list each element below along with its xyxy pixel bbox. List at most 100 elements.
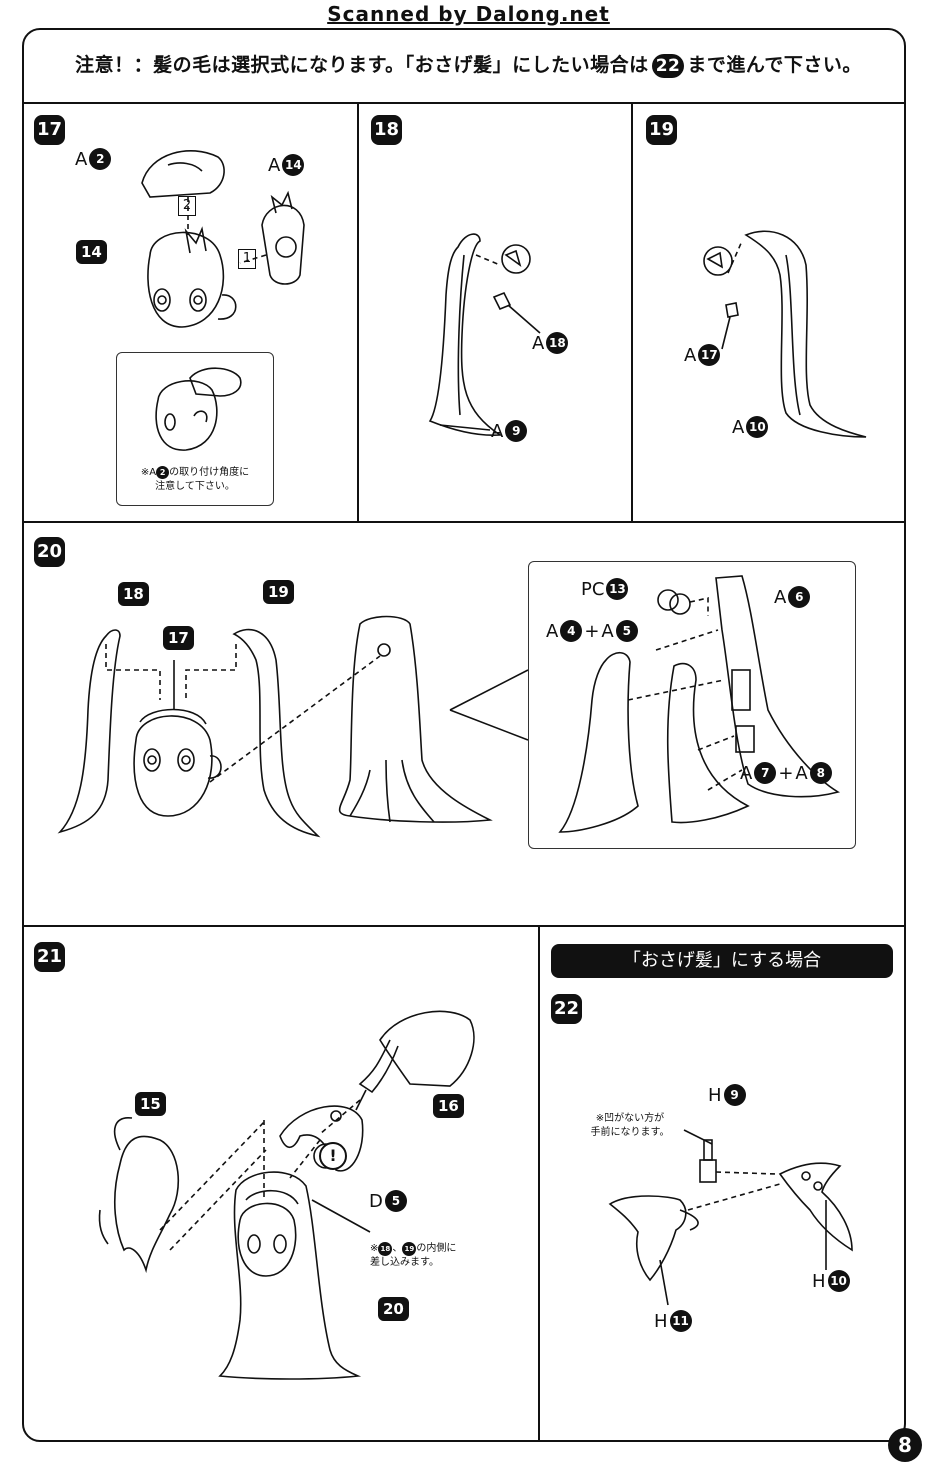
- ref-tag-19: 19: [263, 580, 294, 604]
- part-number: 8: [809, 762, 832, 784]
- part-number: 14: [282, 154, 305, 176]
- part-number: 6: [788, 586, 811, 608]
- note-text: 注意して下さい。: [155, 481, 235, 492]
- part-letter: A: [732, 416, 745, 438]
- order-box-2: 2: [178, 196, 196, 216]
- osage-hair-banner: 「おさげ髪」にする場合: [551, 944, 893, 978]
- part-number: 4: [560, 620, 583, 642]
- note-part-number: 19: [402, 1242, 417, 1256]
- step-19-illustration: [703, 230, 867, 438]
- part-letter: A: [75, 148, 88, 170]
- part-number: 10: [827, 1270, 850, 1292]
- note-part-number: 2: [156, 466, 170, 479]
- step-17-illustration: [141, 150, 305, 328]
- part-letter: A: [532, 332, 545, 354]
- note-text: ※凹がない方が: [595, 1113, 665, 1124]
- step-17-number: 17: [34, 115, 66, 145]
- note-part-number: 18: [378, 1242, 393, 1256]
- step-17-detail-illustration: [155, 367, 242, 451]
- step-18-number: 18: [371, 115, 403, 145]
- step-19-number: 19: [646, 115, 678, 145]
- plus-sign: +: [584, 620, 600, 642]
- notice-step-ref: 22: [651, 54, 685, 78]
- ref-tag-18: 18: [118, 582, 149, 606]
- step-20-illustration: [57, 615, 529, 838]
- part-letter: A: [795, 762, 808, 784]
- divider-17-18: [357, 102, 359, 522]
- part-number: 9: [723, 1084, 746, 1106]
- part-letter: H: [708, 1084, 722, 1106]
- note-text: ※: [370, 1243, 379, 1254]
- ref-tag-16: 16: [433, 1094, 464, 1118]
- part-letter: PC: [581, 578, 605, 600]
- part-letter: A: [684, 344, 697, 366]
- note-text: の取り付け角度に: [169, 467, 250, 478]
- notice-text-after: まで進んで下さい。: [687, 54, 862, 76]
- part-number: 7: [754, 762, 777, 784]
- plus-sign: +: [778, 762, 794, 784]
- divider-top: [22, 102, 906, 104]
- part-letter: D: [369, 1190, 383, 1212]
- step-21-illustration: [98, 1010, 475, 1380]
- part-number: 5: [384, 1190, 407, 1212]
- part-number: 13: [606, 578, 629, 600]
- divider-21-22: [538, 925, 540, 1441]
- caution-icon: !: [319, 1142, 347, 1170]
- note-text: ※A: [140, 467, 157, 478]
- scan-credit: Scanned by Dalong.net: [327, 2, 610, 26]
- step-20-detail-box: [528, 561, 856, 849]
- part-number: 10: [746, 416, 769, 438]
- step-22-illustration: [608, 1129, 853, 1306]
- page-frame: [22, 28, 906, 1442]
- part-letter: A: [491, 420, 504, 442]
- part-letter: A: [601, 620, 614, 642]
- step-20-number: 20: [34, 537, 66, 567]
- divider-row1: [22, 521, 906, 523]
- part-tag-head-14: 14: [76, 240, 107, 264]
- step-22-note: ※凹がない方が 手前になります。: [560, 1112, 700, 1140]
- part-letter: H: [812, 1270, 826, 1292]
- step-20-detail-illustration: [558, 575, 841, 833]
- part-letter: H: [654, 1310, 668, 1332]
- part-number: 17: [698, 344, 721, 366]
- step-22-number: 22: [551, 994, 583, 1024]
- part-letter: A: [546, 620, 559, 642]
- divider-row2: [22, 925, 906, 927]
- part-letter: A: [268, 154, 281, 176]
- note-text: 手前になります。: [590, 1127, 670, 1138]
- part-number: 11: [669, 1310, 692, 1332]
- ref-tag-17: 17: [163, 626, 194, 650]
- page-number: 8: [888, 1428, 922, 1462]
- part-letter: A: [774, 586, 787, 608]
- part-number: 2: [89, 148, 112, 170]
- notice-text-before: 注意！：髪の毛は選択式になります。「おさげ髪」にしたい場合は: [75, 54, 649, 76]
- ref-tag-15: 15: [135, 1092, 166, 1116]
- part-letter: A: [740, 762, 753, 784]
- note-text: 、: [392, 1243, 403, 1254]
- part-number: 5: [615, 620, 638, 642]
- part-number: 18: [546, 332, 569, 354]
- note-text: の内側に: [416, 1243, 457, 1254]
- divider-18-19: [631, 102, 633, 522]
- step-18-illustration: [428, 233, 541, 436]
- part-number: 9: [505, 420, 528, 442]
- note-text: 差し込みます。: [370, 1257, 439, 1268]
- step-17-detail-box: [116, 352, 274, 506]
- step-21-number: 21: [34, 942, 66, 972]
